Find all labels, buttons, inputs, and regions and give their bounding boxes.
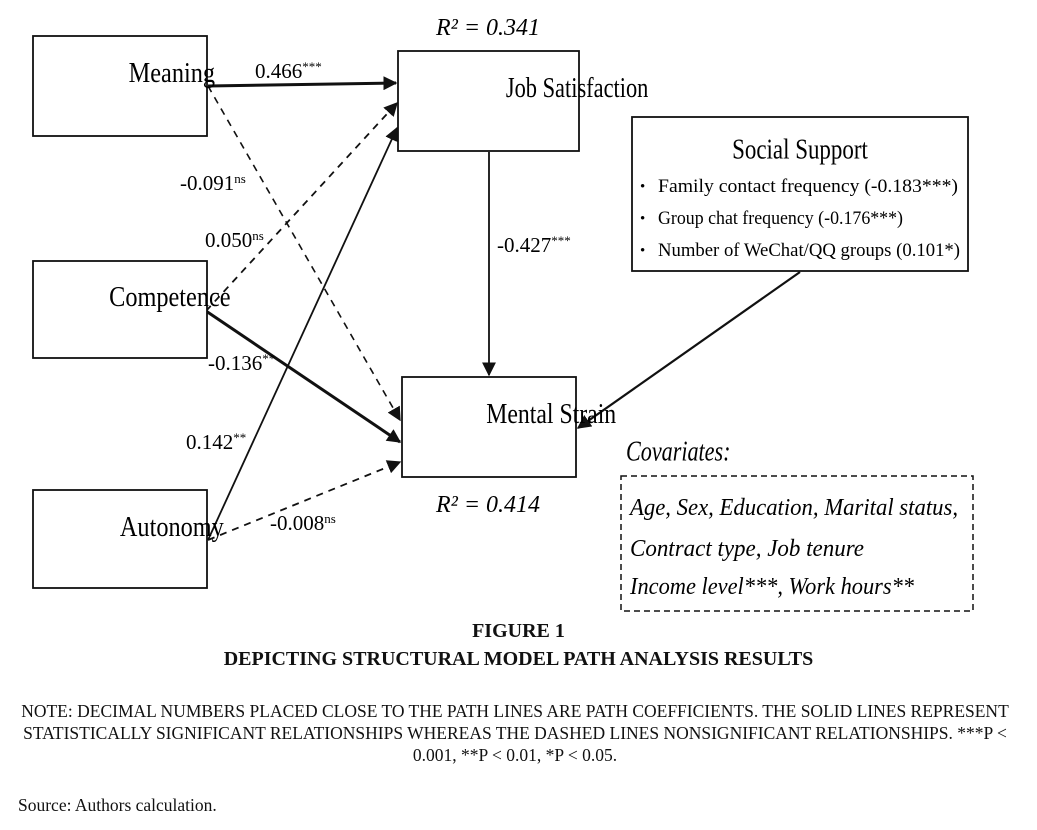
autonomy-label: Autonomy [120,510,225,542]
coef-competence-job-satisfaction: 0.050ns [205,228,264,252]
meaning-label: Meaning [129,56,215,88]
social-support-item: Family contact frequency (-0.183***) [658,177,958,197]
path-competence-mental-strain [205,309,402,444]
figure-note: NOTE: DECIMAL NUMBERS PLACED CLOSE TO TH… [21,701,1009,765]
path-competence-job-satisfaction [205,101,398,312]
covariates-line: Income level***, Work hours** [629,573,915,600]
mental-strain-label: Mental Strain [486,398,616,429]
coef-meaning-job-satisfaction: 0.466*** [255,59,322,83]
coef-meaning-mental-strain: -0.091ns [180,171,246,195]
path-social-support-mental-strain [576,271,801,429]
meaning-box [32,35,208,137]
source-line: Source: Authors calculation. [18,795,217,815]
figure-label: FIGURE 1 [472,620,565,642]
competence-label: Competence [109,280,230,312]
social-support-list: • Family contact frequency (-0.183***) •… [640,177,960,261]
coef-job-satisfaction-mental-strain: -0.427*** [497,233,571,257]
covariates-box [620,475,974,612]
path-meaning-job-satisfaction [207,76,398,91]
social-support-title: Social Support [732,133,868,165]
job-satisfaction-box [397,50,580,152]
path-autonomy-mental-strain [207,460,402,541]
bullet-icon: • [640,179,645,195]
covariates-title: Covariates: [626,435,730,467]
r2-job-satisfaction: R² = 0.341 [435,15,540,41]
social-support-item: Number of WeChat/QQ groups (0.101*) [658,241,960,261]
social-support-item: Group chat frequency (-0.176***) [658,209,903,229]
coef-autonomy-job-satisfaction: 0.142** [186,430,246,454]
figure-title: DEPICTING STRUCTURAL MODEL PATH ANALYSIS… [223,648,814,670]
autonomy-box [32,489,208,589]
job-satisfaction-label: Job Satisfaction [506,71,649,103]
competence-box [32,260,208,359]
covariates-line: Contract type, Job tenure [630,535,864,562]
bullet-icon: • [640,211,645,227]
coef-autonomy-mental-strain: -0.008ns [270,511,336,535]
path-diagram: Meaning Competence Autonomy Job Satisfac… [32,15,974,612]
covariates-line: Age, Sex, Education, Marital status, [628,494,958,521]
path-autonomy-job-satisfaction [207,126,399,541]
social-support-box [631,116,969,272]
r2-mental-strain: R² = 0.414 [435,492,540,518]
mental-strain-box [401,376,577,478]
bullet-icon: • [640,243,645,259]
coef-competence-mental-strain: -0.136** [208,351,275,375]
